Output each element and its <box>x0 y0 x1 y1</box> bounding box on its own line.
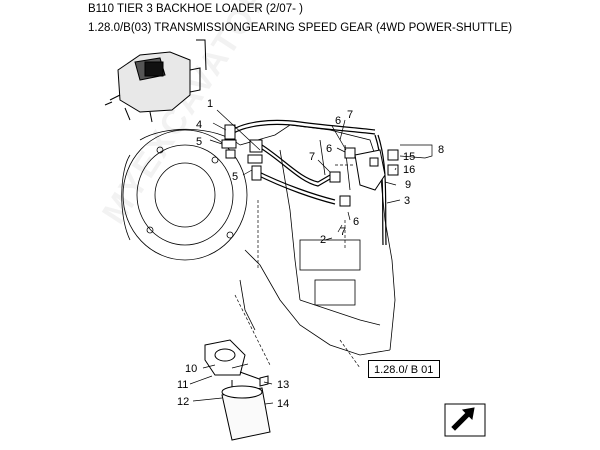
callout-11: 11 <box>177 379 188 391</box>
callout-14: 14 <box>277 398 289 410</box>
callout-4: 4 <box>196 119 202 131</box>
callout-6-c: 6 <box>353 216 359 228</box>
callout-5-b: 5 <box>232 171 238 183</box>
callout-15: 15 <box>403 151 415 163</box>
callout-labels: 1 2 3 4 5 5 6 6 6 7 7 7 8 9 10 11 12 13 … <box>177 98 444 410</box>
callout-7-b: 7 <box>309 151 315 163</box>
callout-10: 10 <box>185 363 197 375</box>
hydraulic-pipes <box>231 119 387 246</box>
header-section-title: 1.28.0/B(03) TRANSMISSIONGEARING SPEED G… <box>88 22 513 34</box>
callout-7-c: 7 <box>340 226 346 238</box>
transmission-housing <box>121 124 396 356</box>
header-model: B110 TIER 3 BACKHOE LOADER (2/07- ) <box>88 3 303 15</box>
callout-9: 9 <box>405 179 411 191</box>
fittings <box>221 124 399 207</box>
callout-2: 2 <box>320 234 326 246</box>
callout-8: 8 <box>438 144 444 156</box>
callout-3: 3 <box>404 195 410 207</box>
callout-6-b: 6 <box>326 143 332 155</box>
next-page-arrow-icon[interactable] <box>444 403 486 437</box>
callout-7-a: 7 <box>347 109 353 121</box>
callout-5-a: 5 <box>196 136 202 148</box>
callout-16: 16 <box>403 164 415 176</box>
callout-12: 12 <box>177 396 189 408</box>
oil-filter-assembly <box>204 339 271 441</box>
callout-13: 13 <box>277 379 289 391</box>
reference-link[interactable]: 1.28.0/ B 01 <box>368 360 440 378</box>
callout-6-a: 6 <box>335 115 341 127</box>
transmission-thumbnail-icon <box>104 39 207 123</box>
callout-1: 1 <box>207 98 213 110</box>
